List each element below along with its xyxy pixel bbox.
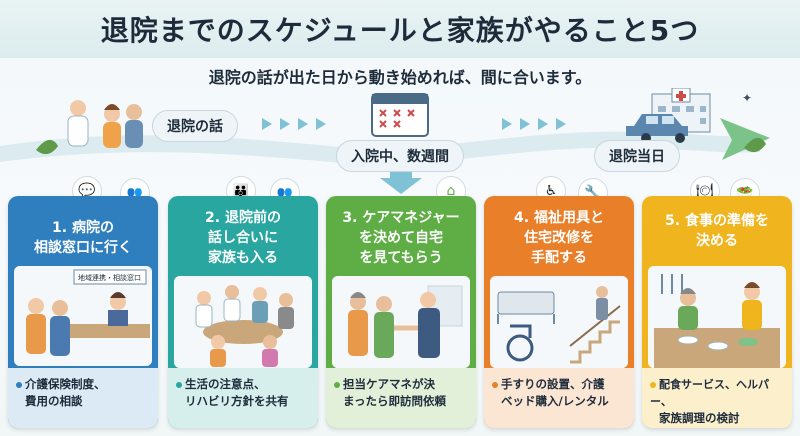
timeline-stage-3: 退院当日 [594, 140, 680, 172]
step-3-note: 担当ケアマネが決 まったら即訪問依頼 [326, 368, 476, 428]
step-4-title-line-2: 住宅改修を [524, 229, 594, 246]
timeline-down-arrow [380, 168, 422, 194]
step-card-3: 3. ケアマネジャーを決めて自宅を見てもらう 担当ケアマネが決 まったら即訪問依… [326, 196, 476, 428]
step-1-title: 1. 病院の相談窓口に行く [8, 196, 158, 280]
step-3-note-line-1: 担当ケアマネが決 [343, 377, 435, 391]
step-1-title-line-2: 相談窓口に行く [34, 240, 132, 256]
step-2-title: 2. 退院前の話し合いに家族も入る [168, 196, 318, 280]
step-2-title-line-1: 2. 退院前の [205, 209, 281, 226]
step-5-title-line-2: 決める [696, 233, 738, 249]
step-3-note-line-2: まったら即訪問依頼 [343, 393, 447, 408]
step-1-sign: 地域連携・相談窓口 [78, 273, 141, 282]
step-4-title-line-3: 手配する [531, 250, 587, 267]
step-1-title-line-1: 1. 病院の [52, 219, 114, 236]
step-5-title: 5. 食事の準備を決める [642, 196, 792, 266]
step-2-note: 生活の注意点、 リハビリ方針を共有 [168, 368, 318, 428]
step-card-4: 4. 福祉用具と住宅改修を手配する 手すりの設置、介護 ベッド購入/レンタル [484, 196, 634, 428]
step-2-note-line-2: リハビリ方針を共有 [185, 393, 289, 408]
step-card-1: 1. 病院の相談窓口に行く 地域連携・相談窓口 介護保険制度、 費用の相談 [8, 196, 158, 428]
step-4-title-line-1: 4. 福祉用具と [514, 209, 604, 226]
step-4-illustration [490, 276, 628, 368]
step-4-note-line-2: ベッド購入/レンタル [501, 393, 609, 408]
step-5-note-line-1: 配食サービス、ヘルパー、 [650, 378, 769, 408]
step-3-title-line-3: を見てもらう [359, 250, 443, 267]
step-3-title-line-1: 3. ケアマネジャー [342, 209, 460, 226]
timeline-stage-2: 入院中、数週間 [336, 140, 464, 172]
doctor-family-illustration [67, 100, 143, 148]
page-title: 退院までのスケジュールと家族がやること5つ [100, 14, 700, 47]
step-5-note: 配食サービス、ヘルパー、 家族調理の検討 [642, 368, 792, 428]
step-1-note: 介護保険制度、 費用の相談 [8, 368, 158, 428]
step-4-note: 手すりの設置、介護 ベッド購入/レンタル [484, 368, 634, 428]
title-band: 退院までのスケジュールと家族がやること5つ [0, 0, 800, 58]
sparkle-icon: ✦ [742, 91, 752, 105]
page-subtitle: 退院の話が出た日から動き始めれば、間に合います。 [208, 68, 592, 87]
timeline-stage-1: 退院の話 [152, 110, 238, 142]
leaf-icon [36, 137, 766, 155]
step-card-5: 5. 食事の準備を決める 配食サービス、ヘルパー、 家族調理の検討 [642, 196, 792, 428]
step-2-note-line-1: 生活の注意点、 [185, 377, 266, 391]
hospital-icon [651, 87, 711, 133]
timeline-chevrons-2 [502, 118, 566, 130]
step-2-illustration [174, 276, 312, 368]
step-1-note-line-1: 介護保険制度、 [25, 377, 106, 391]
step-4-title: 4. 福祉用具と住宅改修を手配する [484, 196, 634, 280]
step-2-title-line-2: 話し合いに [208, 229, 278, 246]
step-1-illustration: 地域連携・相談窓口 [14, 266, 152, 366]
step-card-2: 2. 退院前の話し合いに家族も入る 生活の注意点、 リハビリ方針を共有 [168, 196, 318, 428]
timeline-chevrons-1 [262, 118, 326, 130]
step-3-illustration [332, 276, 470, 368]
step-1-note-line-2: 費用の相談 [25, 393, 83, 408]
step-3-title-line-2: を決めて自宅 [358, 229, 443, 246]
timeline-arrow-head [720, 118, 770, 160]
step-4-note-line-1: 手すりの設置、介護 [501, 377, 605, 391]
step-3-title: 3. ケアマネジャーを決めて自宅を見てもらう [326, 196, 476, 280]
calendar-icon [371, 93, 429, 137]
step-2-title-line-3: 家族も入る [208, 250, 278, 267]
step-5-title-line-1: 5. 食事の準備を [665, 212, 769, 229]
step-5-note-line-2: 家族調理の検討 [659, 410, 740, 425]
timeline: ✦ 退院の話 入院中、数週間 退院当日 [0, 87, 800, 198]
step-5-illustration [648, 266, 786, 368]
